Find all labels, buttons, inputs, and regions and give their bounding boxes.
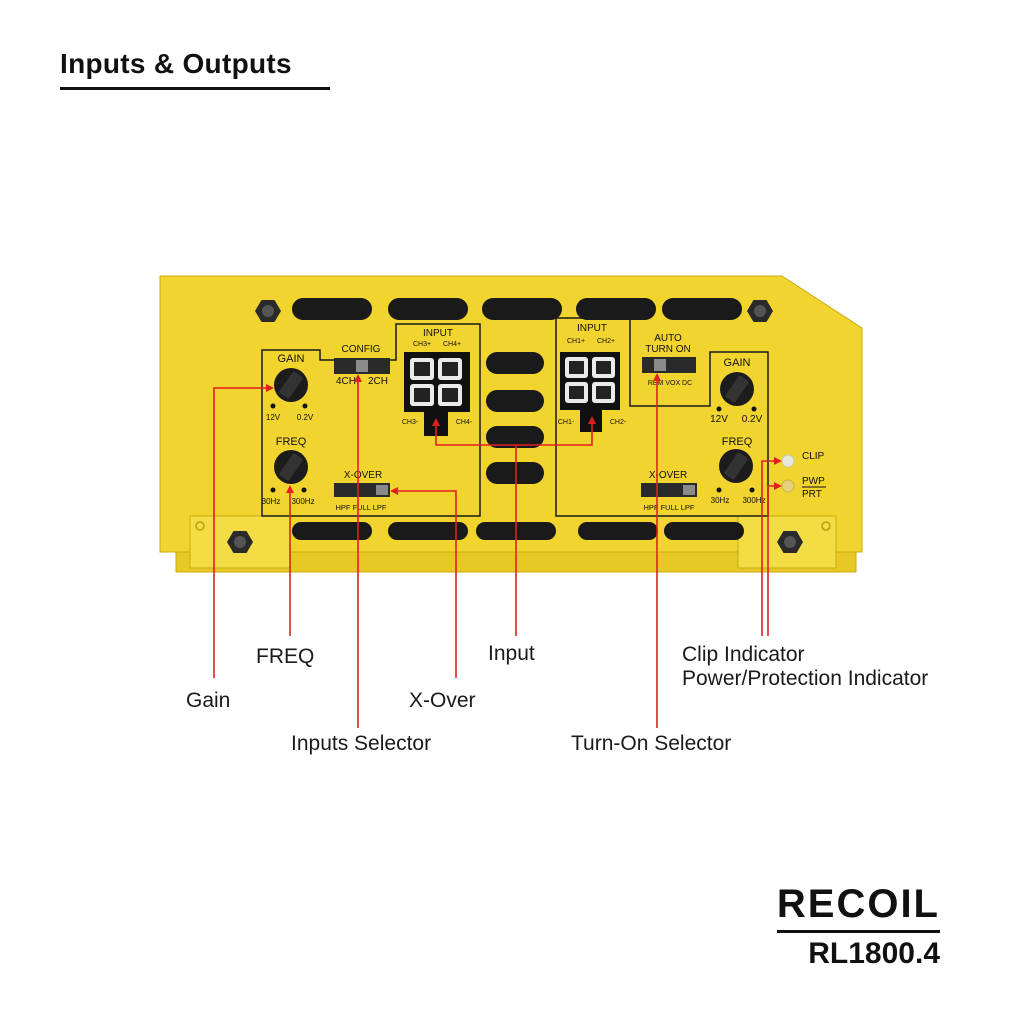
center-vent-slots (486, 352, 544, 484)
callout-clip-indicator: Clip Indicator (682, 643, 805, 666)
input-12-connector[interactable] (560, 352, 620, 432)
input-34-bottom-right: CH4- (456, 419, 473, 426)
xover-leader (390, 487, 457, 678)
right-freq-knob[interactable] (719, 449, 753, 483)
input-leader-right (516, 416, 596, 446)
pwp-led (781, 479, 795, 493)
callout-power-indicator: Power/Protection Indicator (682, 667, 929, 690)
config-option-4ch: 4CH (336, 376, 356, 387)
bolt-icon (777, 531, 803, 553)
left-freq-max-label: 300Hz (291, 497, 314, 506)
right-gain-min-label: 12V (710, 414, 728, 425)
input-34-top-right: CH4+ (443, 341, 461, 348)
brand-logo: RECOIL (776, 882, 940, 926)
gain-leader (213, 384, 274, 678)
left-xover-title: X-OVER (344, 470, 382, 481)
right-freq-max-label: 300Hz (742, 496, 765, 505)
brand-divider (776, 930, 940, 933)
right-xover-switch[interactable] (641, 483, 697, 497)
input-12-title: INPUT (577, 323, 607, 334)
input-34-title: INPUT (423, 328, 453, 339)
right-freq-min-label: 30Hz (711, 496, 730, 505)
bottom-vent-slots (292, 522, 744, 540)
input-leader-left (432, 418, 516, 446)
right-control-panel-outline (555, 317, 769, 517)
bolt-icon (227, 531, 253, 553)
bolt-icon (255, 300, 281, 322)
auto-turn-on-title-line2: TURN ON (645, 344, 691, 355)
callout-x-over: X-Over (409, 689, 476, 712)
left-gain-min-label: 12V (266, 413, 281, 422)
left-freq-min-label: 30Hz (262, 497, 281, 506)
callout-inputs-selector: Inputs Selector (291, 732, 432, 755)
input-12-top-left: CH1+ (567, 338, 585, 345)
left-xover-switch[interactable] (334, 483, 390, 497)
right-xover-options: HPF FULL LPF (644, 503, 695, 512)
callout-arrows (213, 373, 782, 728)
left-freq-knob[interactable] (274, 450, 308, 484)
auto-turn-on-switch[interactable] (642, 357, 696, 373)
right-gain-title: GAIN (724, 357, 751, 369)
chassis-bolts (227, 300, 803, 553)
callout-input: Input (488, 642, 535, 665)
pwp-led-label-bottom: PRT (802, 489, 822, 500)
right-gain-knob[interactable] (720, 372, 754, 406)
brand-block: RECOIL RL1800.4 (776, 882, 940, 970)
clip-led-label: CLIP (802, 451, 825, 462)
pwp-leader (767, 482, 782, 636)
left-gain-max-label: 0.2V (297, 413, 314, 422)
clip-leader (761, 457, 782, 636)
input-12-bottom-left: CH1- (558, 419, 575, 426)
callout-turn-on-selector: Turn-On Selector (571, 732, 732, 755)
bolt-icon (747, 300, 773, 322)
config-switch[interactable] (334, 358, 390, 374)
page-title: Inputs & Outputs (60, 48, 292, 79)
clip-led (781, 454, 795, 468)
left-control-panel-outline (261, 323, 481, 517)
right-gain-max-label: 0.2V (742, 414, 763, 425)
right-xover-title: X-OVER (649, 470, 687, 481)
title-underline (60, 87, 330, 90)
top-vent-slots (292, 298, 742, 320)
right-freq-title: FREQ (722, 436, 753, 448)
pwp-led-label-top: PWP (802, 476, 825, 487)
auto-turn-on-title-line1: AUTO (654, 333, 682, 344)
auto-turn-on-options: REM VOX DC (648, 380, 692, 387)
left-xover-options: HPF FULL LPF (336, 503, 387, 512)
input-34-bottom-left: CH3- (402, 419, 419, 426)
config-title: CONFIG (342, 344, 381, 355)
input-34-connector[interactable] (404, 352, 470, 436)
left-freq-title: FREQ (276, 436, 307, 448)
input-12-bottom-right: CH2- (610, 419, 627, 426)
input-12-top-right: CH2+ (597, 338, 615, 345)
config-option-2ch: 2CH (368, 376, 388, 387)
left-gain-knob[interactable] (274, 368, 308, 402)
model-number: RL1800.4 (808, 937, 940, 970)
callout-freq: FREQ (256, 645, 315, 668)
left-gain-title: GAIN (278, 353, 305, 365)
input-34-top-left: CH3+ (413, 341, 431, 348)
callout-gain: Gain (186, 689, 231, 712)
